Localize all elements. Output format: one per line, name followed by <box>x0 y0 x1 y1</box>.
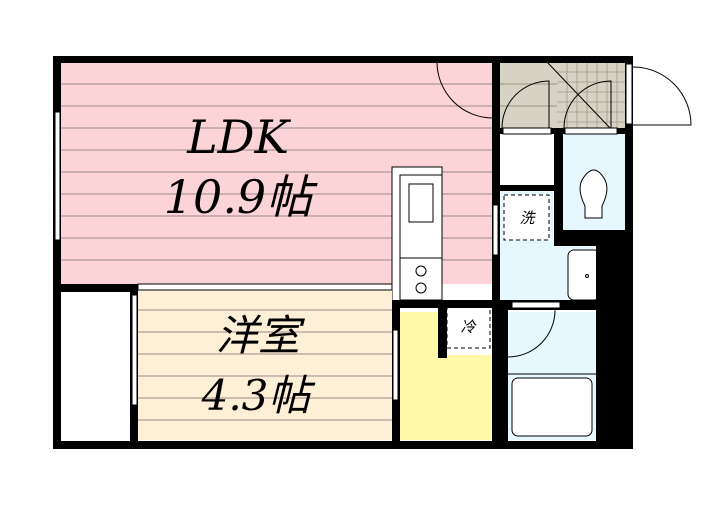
sink-icon <box>408 183 434 223</box>
ldk-size: 10.9帖 <box>164 170 318 224</box>
window-western <box>131 294 138 406</box>
walls <box>53 56 633 449</box>
room-western: 洋室 4.3帖 <box>137 290 392 440</box>
door-toilet[interactable] <box>564 127 618 135</box>
bathroom <box>508 312 596 440</box>
door-swing-toilet <box>563 80 612 129</box>
door-swing-bathroom <box>507 309 556 358</box>
door-storage[interactable] <box>392 329 399 401</box>
front-door-frame <box>625 63 633 125</box>
kitchen-counter <box>391 166 443 303</box>
bathtub-icon <box>511 377 593 437</box>
sliding-door-western[interactable] <box>137 283 393 291</box>
wash-basin-icon <box>567 249 601 301</box>
door-shelf[interactable] <box>502 127 552 135</box>
western-room-label: 洋室 <box>216 311 305 360</box>
toilet-icon <box>579 169 608 219</box>
door-washroom[interactable] <box>492 204 499 256</box>
toilet-room <box>563 134 625 230</box>
washer-space: 洗 <box>503 194 550 241</box>
front-door-swing[interactable] <box>632 66 692 126</box>
fridge-mark: 冷 <box>460 318 477 336</box>
window-ldk <box>54 111 61 241</box>
western-room-size: 4.3帖 <box>201 371 316 420</box>
ldk-label: LDK <box>186 110 291 164</box>
stove-burner-icon <box>415 265 427 277</box>
door-swing-shelf <box>501 80 550 129</box>
storage-shelf <box>502 135 554 190</box>
washer-mark: 洗 <box>519 209 536 227</box>
storage-room <box>400 312 492 440</box>
door-bathroom[interactable] <box>511 301 561 309</box>
stove-burner-icon <box>415 282 427 294</box>
door-swing-ldk <box>436 61 494 119</box>
closet <box>68 292 130 440</box>
fridge-space: 冷 <box>446 303 491 349</box>
